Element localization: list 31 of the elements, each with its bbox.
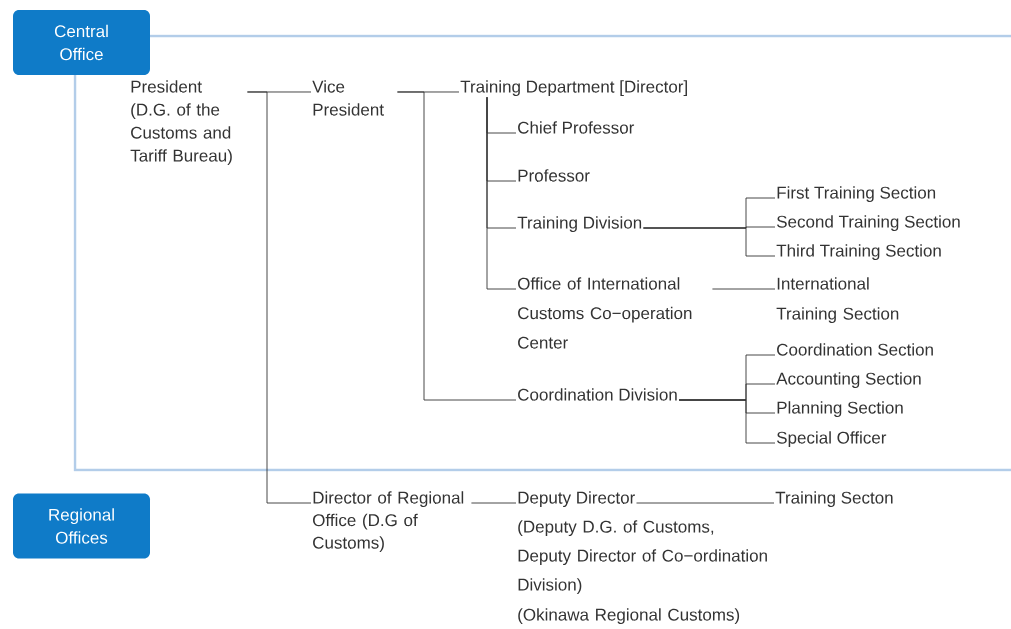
connector-line bbox=[711, 288, 776, 290]
org-unit-text: International Training Section bbox=[776, 277, 899, 324]
connector-line bbox=[470, 502, 517, 504]
org-unit-text: Second Training Section bbox=[777, 215, 960, 232]
connector-line bbox=[678, 399, 776, 444]
connector-line bbox=[246, 91, 312, 504]
org-unit-text: Professor bbox=[518, 169, 590, 182]
office-box: Regional Offices bbox=[13, 493, 150, 559]
org-unit-text: Director of Regional Office (D.G of Customs) bbox=[313, 491, 464, 553]
connector-line bbox=[636, 502, 775, 504]
org-unit-text: Training Division bbox=[517, 216, 642, 233]
connector-line bbox=[643, 227, 776, 257]
org-unit-text: Deputy Director bbox=[518, 491, 635, 508]
org-unit-text: Coordination Section bbox=[777, 343, 933, 356]
description-text: (Okinawa Regional Customs) bbox=[518, 608, 740, 625]
org-unit-text: First Training Section bbox=[777, 186, 936, 203]
org-unit-text: Special Officer bbox=[777, 431, 887, 448]
description-text: (Deputy D.G. of Customs, Deputy Director of Co−ordination Division) bbox=[518, 520, 767, 595]
office-box: Central Office bbox=[13, 10, 150, 75]
org-unit-text: Accounting Section bbox=[776, 372, 921, 389]
connector-line bbox=[486, 96, 517, 290]
org-unit-text: Vice President bbox=[312, 80, 384, 116]
org-unit-text: President (D.G. of the Customs and Tariff Bureau) bbox=[130, 80, 232, 166]
org-unit-text: Third Training Section bbox=[776, 244, 941, 261]
org-unit-text: Planning Section bbox=[777, 401, 903, 418]
org-unit-text: Chief Professor bbox=[518, 121, 635, 134]
connector-line bbox=[396, 91, 517, 401]
org-unit-text: Training Department [Director] bbox=[460, 80, 687, 97]
org-unit-text: Office of International Customs Co−operation Center bbox=[518, 277, 692, 349]
org-unit-text: Training Secton bbox=[775, 491, 893, 508]
org-unit-text: Coordination Division bbox=[518, 388, 677, 401]
